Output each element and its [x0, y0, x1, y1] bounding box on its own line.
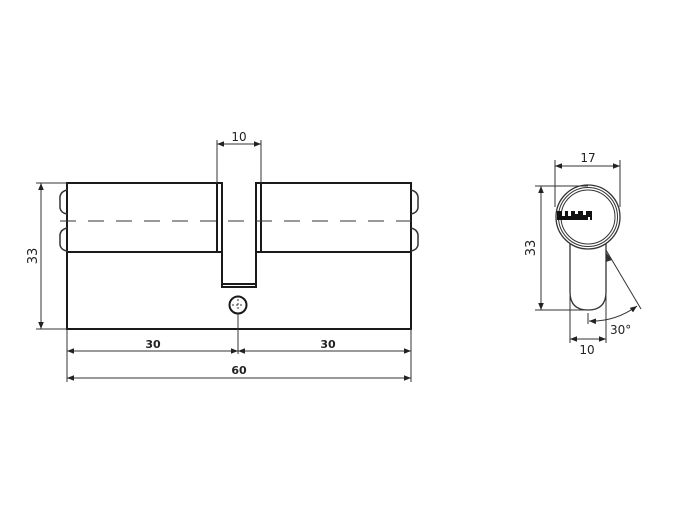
bottom-width-extension-lines [569, 295, 607, 343]
angle-arc-dimension [588, 305, 638, 325]
left-end-bumps [59, 189, 68, 252]
side-height-extension-lines [535, 185, 588, 311]
angle-marker-icon [606, 252, 612, 262]
angle-line [605, 249, 642, 310]
diameter-extension-lines [554, 160, 621, 207]
fixing-screw-hole [228, 295, 248, 315]
keyway-icon [557, 211, 592, 220]
side-view: 30° 17 33 10 [524, 151, 642, 357]
profile-outline [569, 244, 607, 311]
cam-width-label: 10 [231, 130, 246, 144]
hole-crosshair [232, 299, 244, 311]
right-length-label: 30 [320, 338, 336, 351]
bottom-width-label: 10 [579, 343, 594, 357]
front-view: 10 33 30 30 60 [26, 130, 420, 382]
left-length-label: 30 [145, 338, 161, 351]
cam-slot [217, 182, 261, 288]
height-label: 33 [26, 248, 41, 265]
diameter-label: 17 [580, 151, 595, 165]
cylinder-body-outline [66, 182, 412, 330]
cam-extension-lines [216, 140, 262, 183]
plug-outer-circle [555, 184, 621, 250]
total-length-label: 60 [231, 364, 247, 377]
right-end-bumps [410, 189, 419, 252]
length-extension-lines [66, 314, 412, 382]
side-height-label: 33 [524, 240, 539, 257]
angle-label: 30° [610, 323, 631, 337]
